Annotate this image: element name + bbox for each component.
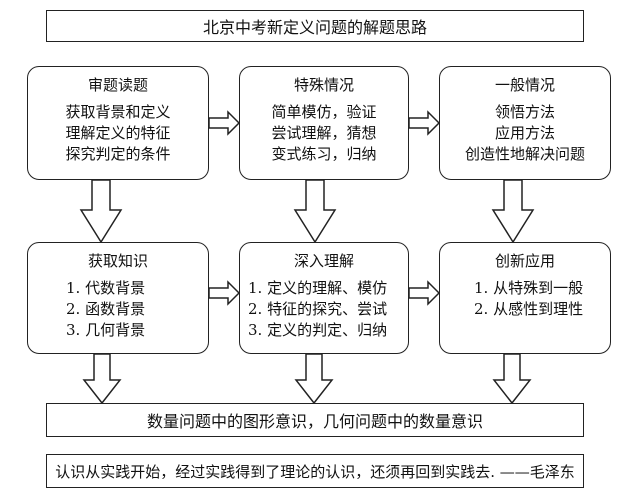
node-line: 理解定义的特征 <box>65 124 171 142</box>
node-heading: 创新应用 <box>494 252 555 270</box>
arrow-down-icon <box>82 353 122 405</box>
summary-box: 数量问题中的图形意识，几何问题中的数量意识 <box>46 403 584 437</box>
node-heading: 特殊情况 <box>293 76 354 94</box>
node-line: 领悟方法 <box>494 103 555 121</box>
summary-text: 数量问题中的图形意识，几何问题中的数量意识 <box>146 412 483 431</box>
arrow-down-icon <box>491 179 535 244</box>
node-line: 创造性地解决问题 <box>464 145 585 163</box>
node-line: 2. 函数背景 <box>66 300 146 318</box>
node-review-question: 审题读题 获取背景和定义 理解定义的特征 探究判定的条件 <box>27 66 209 180</box>
node-heading: 一般情况 <box>494 76 555 94</box>
arrow-down-icon <box>492 353 532 405</box>
node-line: 1. 从特殊到一般 <box>474 279 584 297</box>
node-acquire-knowledge: 获取知识 1. 代数背景 2. 函数背景 3. 几何背景 <box>27 242 209 354</box>
node-special-case: 特殊情况 简单模仿，验证 尝试理解，猜想 变式练习，归纳 <box>239 66 409 180</box>
diagram-title-text: 北京中考新定义问题的解题思路 <box>202 18 427 37</box>
arrow-right-icon <box>408 280 441 306</box>
node-heading: 深入理解 <box>293 252 354 270</box>
node-line: 应用方法 <box>494 124 555 142</box>
diagram-title: 北京中考新定义问题的解题思路 <box>46 10 584 42</box>
quote-text: 认识从实践开始，经过实践得到了理论的认识，还须再回到实践去. ——毛泽东 <box>55 462 575 481</box>
quote-box: 认识从实践开始，经过实践得到了理论的认识，还须再回到实践去. ——毛泽东 <box>46 454 584 488</box>
node-line: 1. 代数背景 <box>66 279 146 297</box>
arrow-right-icon <box>208 110 241 136</box>
arrow-right-icon <box>208 280 241 306</box>
node-line: 获取背景和定义 <box>65 103 171 121</box>
node-line: 3. 定义的判定、归纳 <box>248 321 388 339</box>
node-heading: 获取知识 <box>87 252 148 270</box>
node-general-case: 一般情况 领悟方法 应用方法 创造性地解决问题 <box>439 66 611 180</box>
arrow-down-icon <box>294 353 334 405</box>
node-line: 3. 几何背景 <box>66 321 146 339</box>
node-innovative-application: 创新应用 1. 从特殊到一般 2. 从感性到理性 <box>439 242 611 354</box>
node-line: 尝试理解，猜想 <box>271 124 377 142</box>
node-line: 2. 从感性到理性 <box>474 300 584 318</box>
node-line: 简单模仿，验证 <box>271 103 377 121</box>
node-heading: 审题读题 <box>87 76 148 94</box>
arrow-right-icon <box>408 110 441 136</box>
node-line: 变式练习，归纳 <box>271 145 377 163</box>
arrow-down-icon <box>79 179 123 244</box>
arrow-down-icon <box>293 179 337 244</box>
node-line: 2. 特征的探究、尝试 <box>248 300 388 318</box>
node-deep-understanding: 深入理解 1. 定义的理解、模仿 2. 特征的探究、尝试 3. 定义的判定、归纳 <box>239 242 409 354</box>
node-line: 1. 定义的理解、模仿 <box>248 279 388 297</box>
node-line: 探究判定的条件 <box>65 145 171 163</box>
